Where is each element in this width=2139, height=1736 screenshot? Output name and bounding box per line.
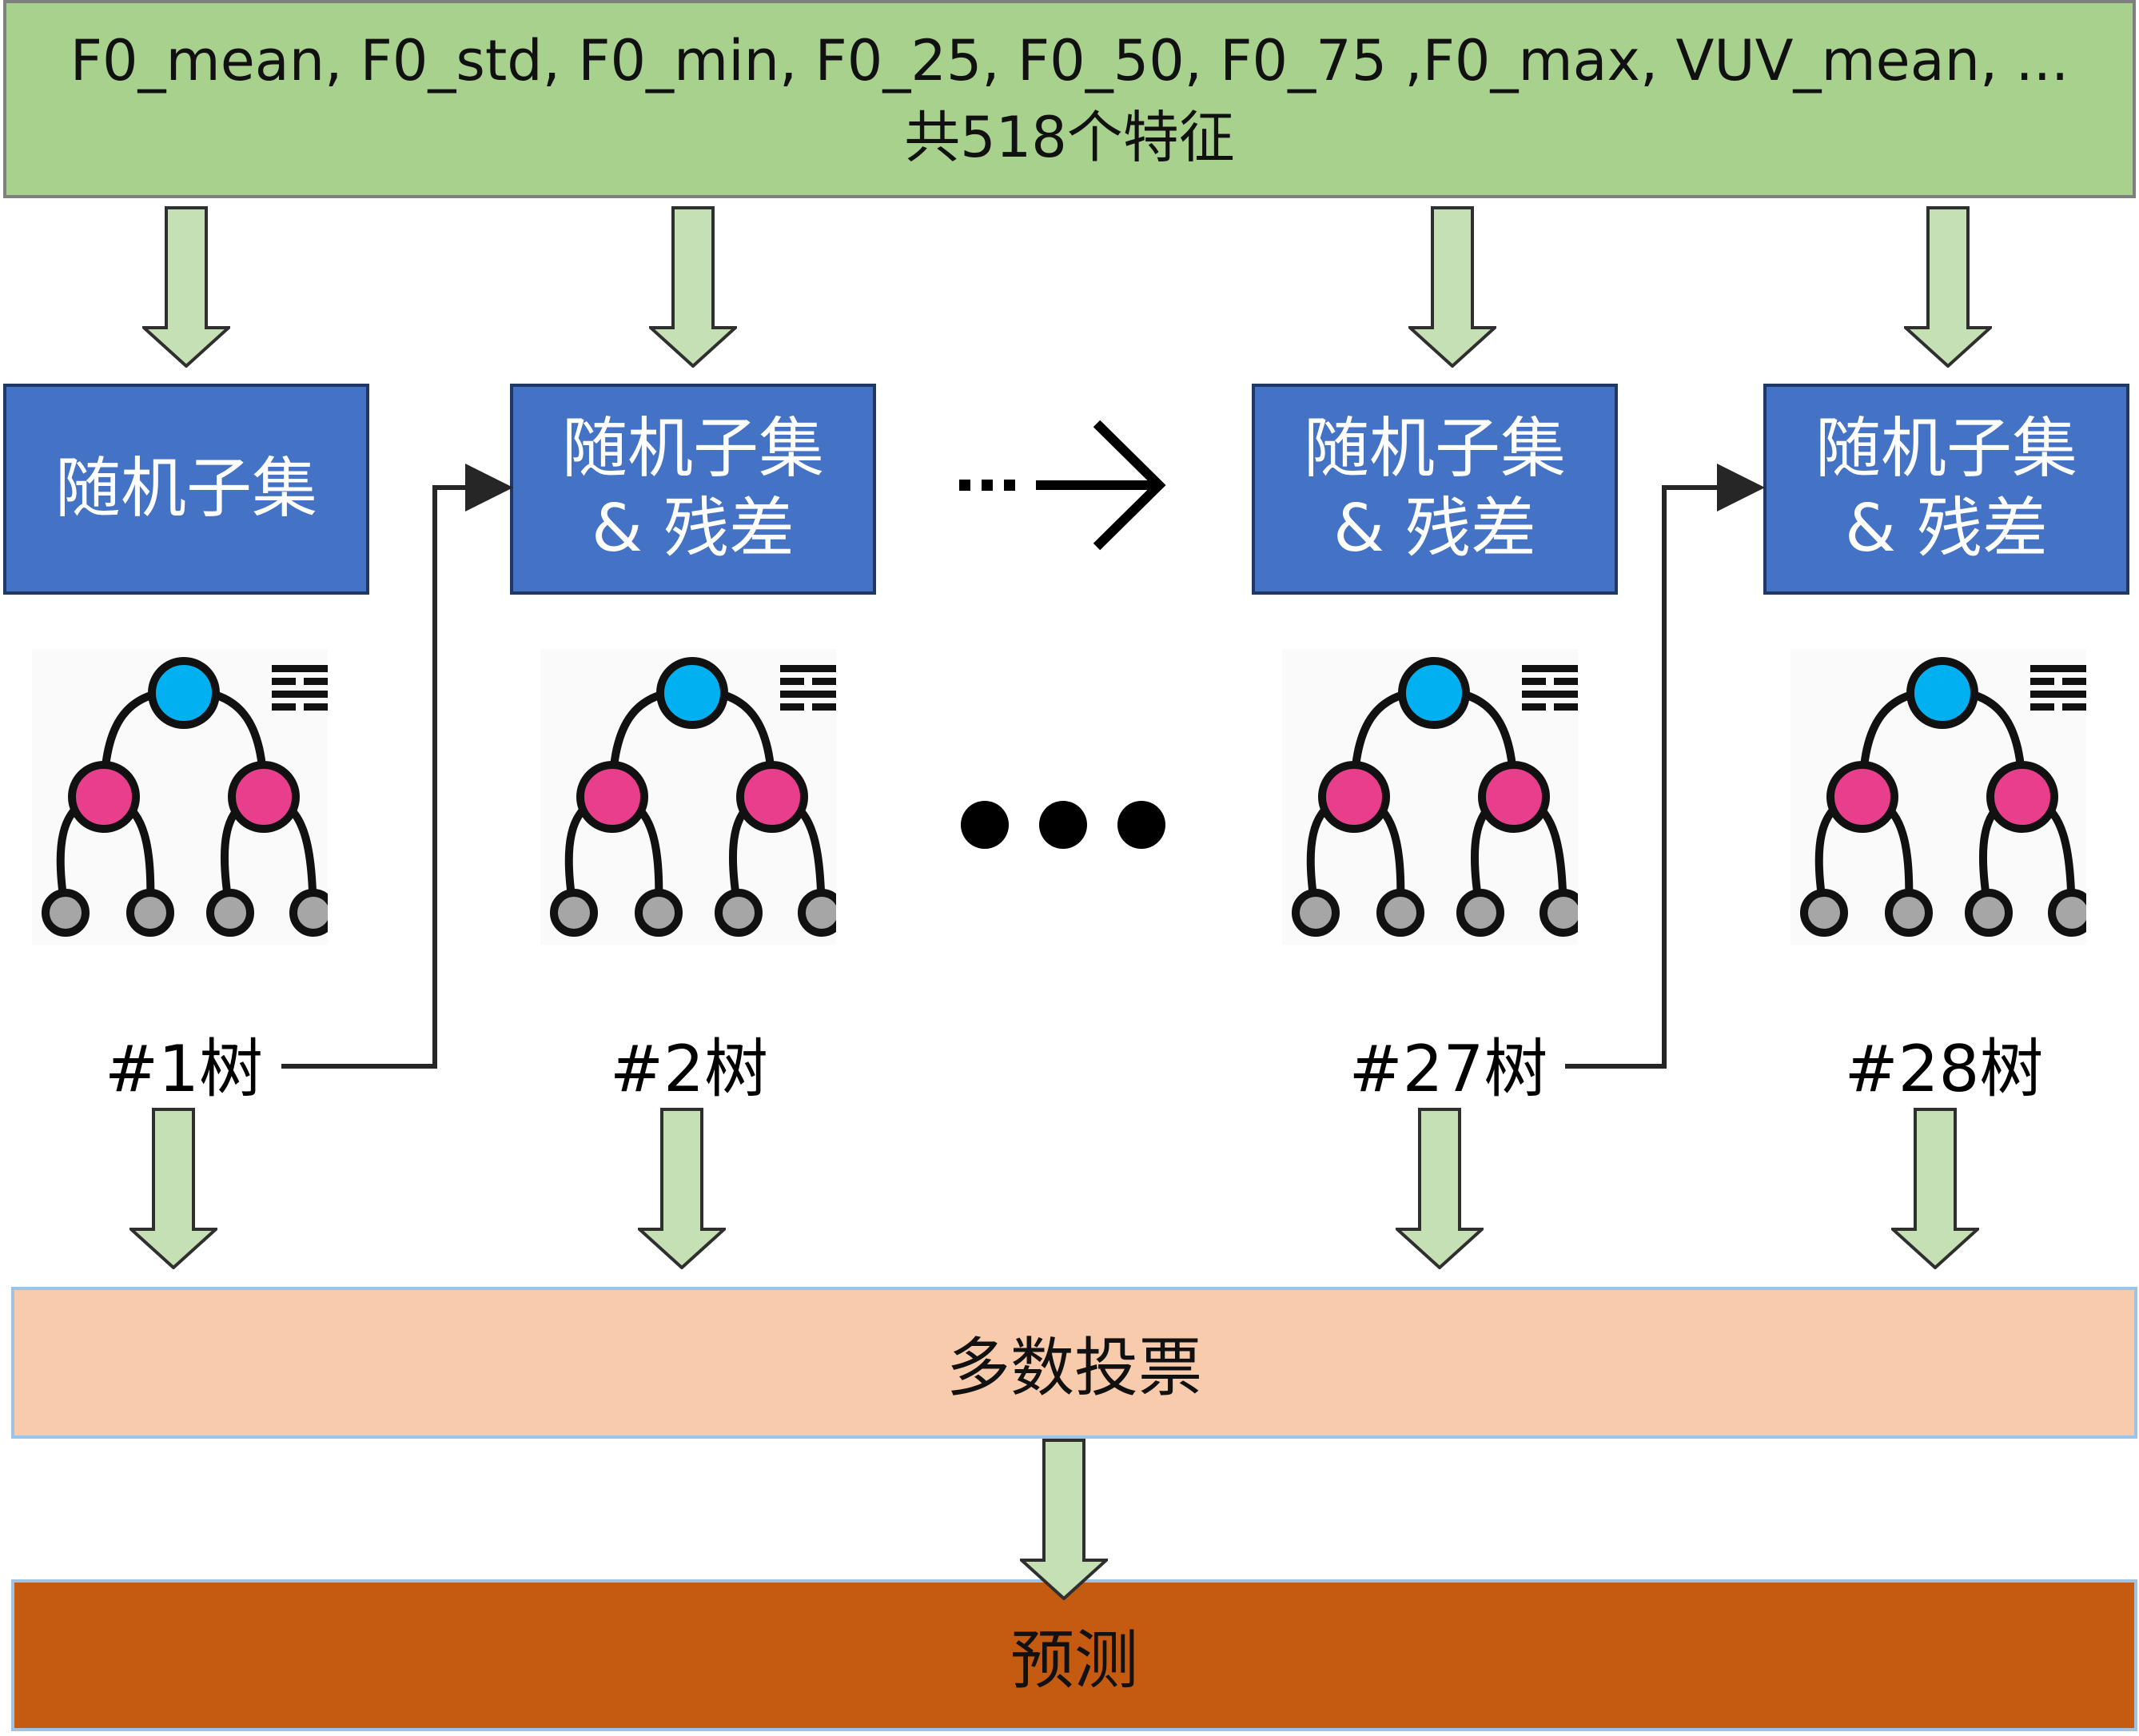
- arrow-tree-1-to-vote: [129, 1108, 217, 1269]
- tree-icon-2: [540, 649, 842, 945]
- subset-2-line2: & 残差: [591, 491, 795, 567]
- features-line2: 共518个特征: [904, 105, 1235, 170]
- tree-icon-4: [1790, 649, 2092, 945]
- features-line1: F0_mean, F0_std, F0_min, F0_25, F0_50, F…: [70, 28, 2069, 94]
- subset-box-3: 随机子集 & 残差: [1252, 384, 1618, 595]
- arrow-features-to-subset-1: [142, 206, 230, 368]
- subset-3-line2: & 残差: [1332, 491, 1536, 567]
- arrow-features-to-subset-2: [649, 206, 737, 368]
- tree-label-1: #1树: [105, 1032, 263, 1106]
- arrow-tree-28-to-vote: [1891, 1108, 1979, 1269]
- arrow-tree-27-to-vote: [1396, 1108, 1484, 1269]
- arrow-features-to-subset-4: [1904, 206, 1992, 368]
- tree-icon-3: [1282, 649, 1583, 945]
- majority-vote-box: 多数投票: [11, 1287, 2137, 1439]
- tree-ellipsis-dots: [961, 801, 1165, 849]
- ellipsis-arrow: [959, 420, 1166, 551]
- subset-1-line1: 随机子集: [54, 451, 317, 527]
- arrow-vote-to-predict: [1020, 1439, 1108, 1600]
- features-box: F0_mean, F0_std, F0_min, F0_25, F0_50, F…: [3, 0, 2136, 198]
- tree-label-2: #2树: [610, 1032, 768, 1106]
- residual-connector-27-to-28: [1565, 464, 1765, 1069]
- tree-icon-1: [32, 649, 333, 945]
- tree-label-4: #28树: [1844, 1032, 2044, 1106]
- tree-label-3: #27树: [1348, 1032, 1548, 1106]
- subset-4-line2: & 残差: [1844, 491, 2048, 567]
- subset-box-1: 随机子集: [3, 384, 369, 595]
- arrow-features-to-subset-3: [1408, 206, 1496, 368]
- subset-3-line1: 随机子集: [1303, 411, 1566, 487]
- subset-box-4: 随机子集 & 残差: [1763, 384, 2129, 595]
- vote-label: 多数投票: [946, 1331, 1202, 1405]
- predict-label: 预测: [1010, 1623, 1138, 1698]
- subset-2-line1: 随机子集: [561, 411, 824, 487]
- subset-4-line1: 随机子集: [1814, 411, 2077, 487]
- residual-connector-1-to-2: [281, 464, 513, 1069]
- arrow-tree-2-to-vote: [638, 1108, 726, 1269]
